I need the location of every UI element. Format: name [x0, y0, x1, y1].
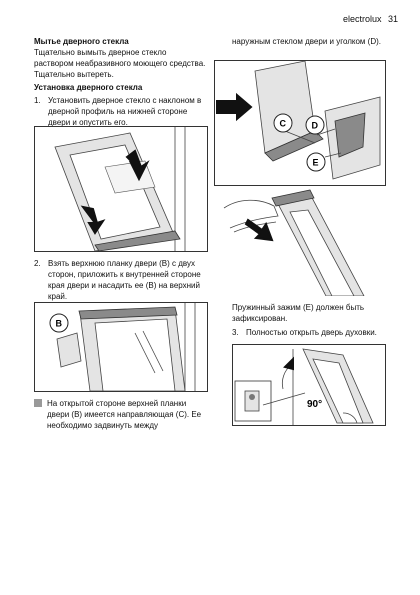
continuation-text: наружным стеклом двери и уголком (D). [232, 37, 381, 46]
figure-guide-corner: C D E [214, 60, 386, 186]
note-text: На открытой стороне верхней планки двери… [47, 399, 202, 430]
step-1: 1. Установить дверное стекло с наклоном … [34, 95, 206, 128]
page-header: electrolux 31 [343, 14, 398, 24]
door-open-illustration: 90° [234, 348, 374, 425]
note-block: На открытой стороне верхней планки двери… [34, 398, 206, 431]
washing-title: Мытье дверного стекла [34, 37, 129, 46]
press-bar-illustration [223, 189, 365, 296]
guide-corner-illustration: C D E [216, 61, 381, 180]
step-3: 3. Полностью открыть дверь духовки. [232, 327, 392, 338]
angle-label: 90° [307, 399, 322, 410]
step-2-number: 2. [34, 259, 41, 268]
label-e: E [313, 158, 319, 168]
note-marker-icon [34, 399, 42, 407]
figure-press-bar [214, 188, 384, 296]
right-column-top: наружным стеклом двери и уголком (D). [232, 36, 392, 47]
top-bar-illustration: B [49, 303, 196, 391]
glass-insert-illustration [54, 127, 186, 251]
step-2: 2. Взять верхнюю планку двери (B) с двух… [34, 258, 206, 302]
clamp-text: Пружинный зажим (E) должен быть зафиксир… [232, 303, 365, 323]
figure-glass-insert [34, 126, 208, 252]
step-1-number: 1. [34, 96, 41, 105]
page-number: 31 [387, 14, 398, 24]
washing-text: Тщательно вымыть дверное стекло растворо… [34, 48, 206, 79]
left-column: Мытье дверного стекла Тщательно вымыть д… [34, 36, 206, 128]
right-column-middle: Пружинный зажим (E) должен быть зафиксир… [232, 302, 392, 338]
step-2-block: 2. Взять верхнюю планку двери (B) с двух… [34, 256, 206, 302]
install-title: Установка дверного стекла [34, 83, 143, 92]
figure-door-open: 90° [232, 344, 386, 426]
step-2-text: Взять верхнюю планку двери (B) с двух ст… [48, 259, 201, 301]
label-b: B [56, 319, 63, 329]
label-c: C [280, 119, 287, 129]
figure-top-bar: B [34, 302, 208, 392]
step-3-text: Полностью открыть дверь духовки. [246, 328, 377, 337]
label-d: D [312, 121, 319, 131]
brand-name: electrolux [342, 14, 382, 24]
step-3-number: 3. [232, 328, 239, 337]
step-1-text: Установить дверное стекло с наклоном в д… [48, 96, 202, 127]
